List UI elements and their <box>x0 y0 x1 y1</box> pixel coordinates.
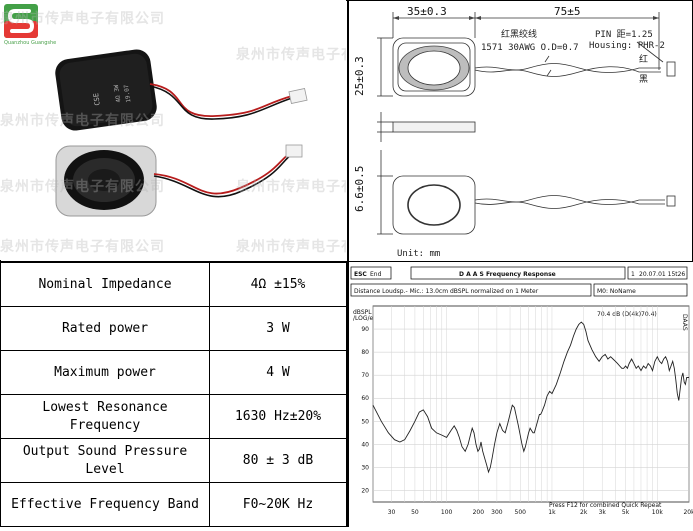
dim-depth: 6.6±0.5 <box>353 166 366 212</box>
spec-value: 1630 Hz±20% <box>209 394 347 439</box>
dim-height: 25±0.3 <box>353 56 366 96</box>
spec-label: Maximum power <box>0 350 210 395</box>
svg-text:CSE: CSE <box>92 92 102 106</box>
svg-text:4Ω 3W: 4Ω 3W <box>113 84 122 103</box>
speaker-photos: CSE 4Ω 3W 19.07 <box>55 49 308 217</box>
speaker-back-image: CSE 4Ω 3W 19.07 <box>55 49 308 131</box>
x-tick-label: 10k <box>652 509 664 516</box>
vertical-divider <box>347 0 349 527</box>
response-title: D A A S Frequency Response <box>459 271 556 278</box>
watermark-6: 泉州市传声电子有限公司 <box>236 179 346 195</box>
x-tick-label: 200 <box>473 509 485 516</box>
x-tick-label: 100 <box>441 509 453 516</box>
top-view-outline <box>392 37 476 97</box>
dim-width: 35±0.3 <box>407 5 447 18</box>
date-label: 20.07.01 15t26 <box>639 271 685 278</box>
frequency-response-panel: ESC End D A A S Frequency Response 1 20.… <box>349 262 693 527</box>
y-unit-label: dBSPL <box>353 309 372 316</box>
x-tick-label: 5k <box>622 509 630 516</box>
spec-value: F0~20K Hz <box>209 482 347 527</box>
x-tick-label: 50 <box>411 509 419 516</box>
index-label: 1 <box>631 271 635 278</box>
chart-grid <box>372 305 690 503</box>
x-tick-label: 1k <box>548 509 556 516</box>
spec-value: 3 W <box>209 306 347 351</box>
spec-value: 80 ± 3 dB <box>209 438 347 483</box>
measurement-label: M0: NoName <box>597 288 636 295</box>
end-key[interactable]: End <box>370 271 382 278</box>
watermark-4: 泉州市传声电子有限公司 <box>0 239 165 255</box>
horizontal-divider <box>0 261 693 262</box>
spec-value: 4Ω ±15% <box>209 262 347 307</box>
response-curve <box>372 321 689 474</box>
pin-spec: PIN 距=1.25 <box>595 29 653 40</box>
x-tick-label: 3k <box>599 509 607 516</box>
product-photo: Quanzhou Guangshe CSE 4Ω 3W 19.07 泉州市传声电… <box>0 0 346 260</box>
dim-cable: 75±5 <box>554 5 581 18</box>
y-tick-label: 70 <box>361 372 369 379</box>
spec-label: Effective Frequency Band <box>0 482 210 527</box>
y-ticks: 20 30 40 50 60 70 80 90 <box>361 326 369 494</box>
speaker-front-image <box>55 144 303 217</box>
x-tick-label: 30 <box>388 509 396 516</box>
plot-area <box>372 305 690 503</box>
y-tick-label: 90 <box>361 326 369 333</box>
x-tick-label: 20k <box>683 509 693 516</box>
red-wire-label: 红 <box>639 53 648 65</box>
watermark-3: 泉州市传声电子有限公司 <box>0 179 165 195</box>
x-ticks: 30 50 100 200 300 500 1k 2k 3k 5k 10k 20k <box>388 509 693 516</box>
esc-box <box>350 266 392 280</box>
watermark-7: 泉州市传声电子有限公司 <box>236 239 346 255</box>
spec-value: 4 W <box>209 350 347 395</box>
x-tick-label: 300 <box>491 509 503 516</box>
description: Distance Loudsp.- Mic.: 13.0cm dBSPL nor… <box>354 288 539 295</box>
y-tick-label: 50 <box>361 418 369 425</box>
x-tick-label: 2k <box>580 509 588 516</box>
housing-spec: Housing: PHR-2 <box>589 41 665 51</box>
y-tick-label: 20 <box>361 487 369 494</box>
y-tick-label: 40 <box>361 441 369 448</box>
y-tick-label: 60 <box>361 395 369 402</box>
black-wire-label: 黑 <box>639 74 648 85</box>
cursor-readout: 70.4 dB (D(4k)70.4) <box>597 311 657 318</box>
spec-label: Lowest Resonance Frequency <box>0 394 210 439</box>
y-tick-label: 80 <box>361 349 369 356</box>
footer-hint: Press F12 for combined Quick Repeat <box>549 502 662 509</box>
unit-label: Unit: mm <box>397 249 440 259</box>
watermark-2: 泉州市传声电子有限公司 <box>0 113 165 129</box>
logo-subtitle: Quanzhou Guangshe <box>4 40 57 46</box>
y-tick-label: 30 <box>361 464 369 471</box>
watermark-5: 泉州市传声电子有限公司 <box>236 47 346 63</box>
y-unit-sublabel: /LOG/e <box>353 315 374 322</box>
spec-label: Rated power <box>0 306 210 351</box>
daas-side-tag: DAAS <box>681 314 688 331</box>
company-logo <box>4 4 38 38</box>
spec-label: Nominal Impedance <box>0 262 210 307</box>
dimension-drawing: 35±0.3 75±5 25±0.3 6.6±0.5 红黑绞线 1571 30A… <box>349 0 693 260</box>
wire-spec: 1571 30AWG O.D=0.7 <box>481 43 579 53</box>
spec-label: Output Sound Pressure Level <box>0 438 210 483</box>
wire-label: 红黑绞线 <box>501 28 537 40</box>
esc-key[interactable]: ESC <box>354 271 367 278</box>
x-tick-label: 500 <box>515 509 527 516</box>
svg-text:19.07: 19.07 <box>123 84 132 103</box>
watermark-1: 泉州市传声电子有限公司 <box>0 11 165 27</box>
